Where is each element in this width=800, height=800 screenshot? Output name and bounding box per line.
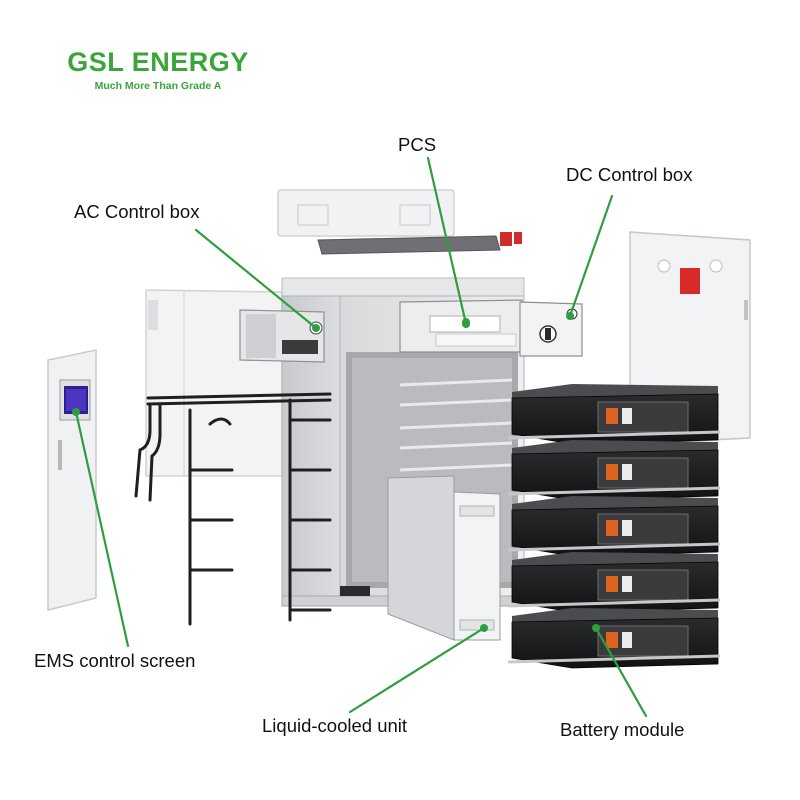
battery-module-4	[507, 552, 721, 613]
leader-ems-control-screen	[74, 410, 130, 648]
dot-ems-control-screen	[72, 408, 80, 416]
label-dc-control-box: DC Control box	[566, 164, 693, 185]
brand-name: GSL ENERGY	[67, 47, 249, 77]
leader-pcs	[426, 156, 468, 326]
shelf-rails	[399, 378, 513, 472]
leader-ac-control-box	[194, 228, 318, 330]
pcs-unit	[399, 299, 523, 353]
label-ac-control-box: AC Control box	[74, 201, 200, 222]
callout-dots	[72, 312, 600, 632]
battery-module-5	[507, 608, 721, 669]
leader-liquid-cooled-unit	[348, 626, 486, 714]
battery-module-3	[507, 496, 721, 557]
battery-module-1	[507, 384, 721, 445]
brand-tagline: Much More Than Grade A	[94, 80, 222, 92]
roof-panel	[277, 189, 522, 255]
callout-leaders	[74, 156, 648, 718]
leader-battery-module	[594, 626, 648, 718]
dot-dc-control-box	[566, 312, 574, 320]
ems-control-panel	[47, 349, 97, 611]
battery-module-2	[507, 440, 721, 501]
dot-battery-module	[592, 624, 600, 632]
label-ems-control-screen: EMS control screen	[34, 650, 196, 671]
battery-stack	[507, 384, 721, 669]
label-liquid-cooled-unit: Liquid-cooled unit	[262, 715, 408, 736]
label-battery-module: Battery module	[560, 719, 685, 740]
label-pcs: PCS	[398, 134, 437, 155]
dot-pcs	[462, 320, 470, 328]
ac-control-box	[239, 309, 325, 363]
leader-dc-control-box	[568, 194, 614, 318]
dot-liquid-cooled-unit	[480, 624, 488, 632]
coolant-pipes	[134, 392, 332, 626]
brand-logo: GSL ENERGY Much More Than Grade A	[58, 46, 258, 92]
liquid-cooled-unit	[387, 475, 501, 641]
dot-ac-control-box	[312, 324, 320, 332]
